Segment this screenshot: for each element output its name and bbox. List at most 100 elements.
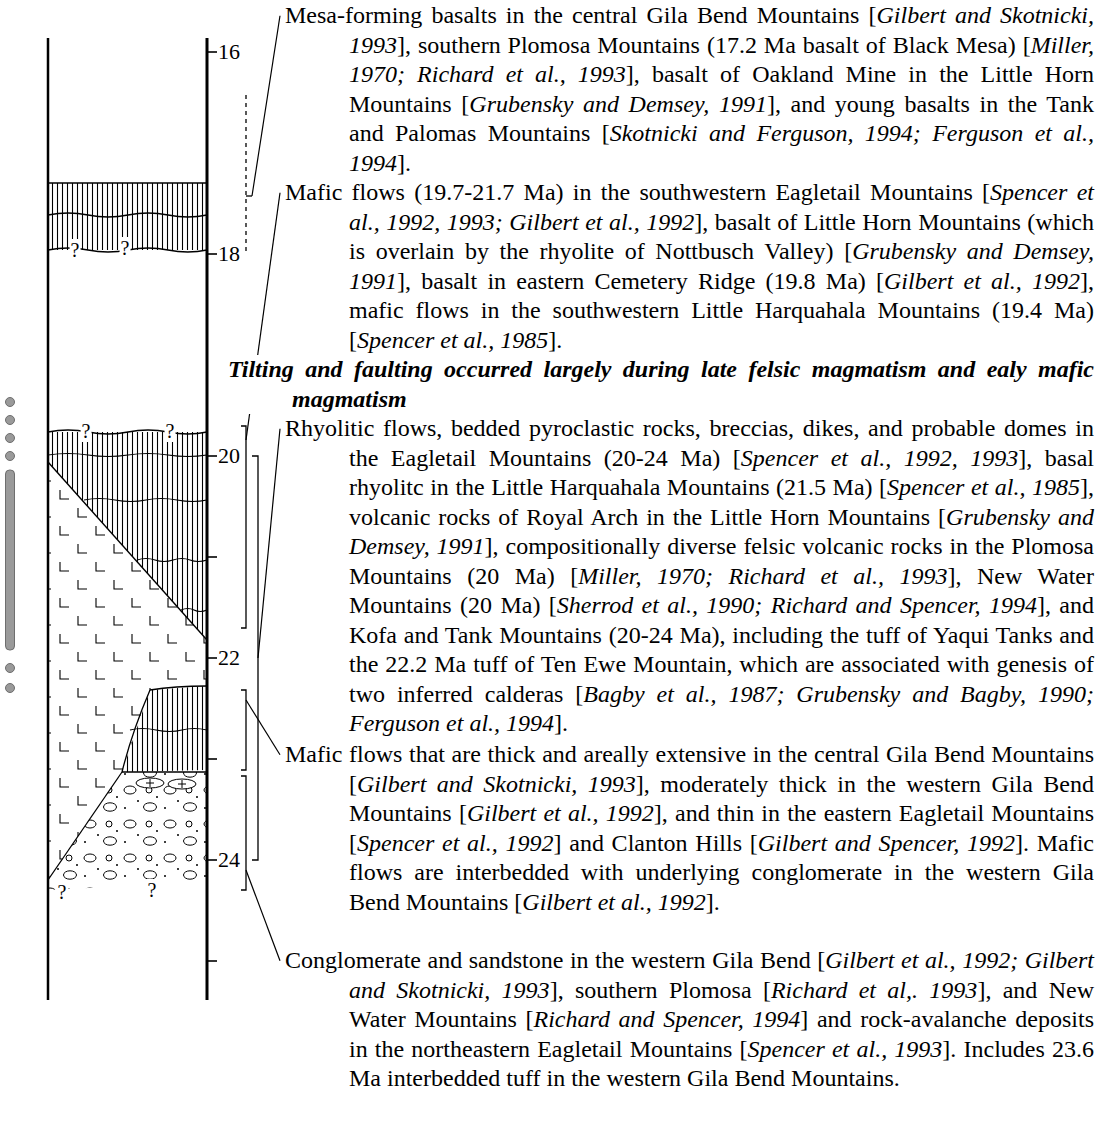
range-bracket [252, 456, 258, 860]
bracket-mark: ] [947, 563, 955, 589]
bracket-mark: [ [461, 91, 469, 117]
bracket-mark: ] [626, 61, 634, 87]
range-bracket [241, 426, 246, 628]
citation: Miller, 1970; Richard et al., 1993 [578, 563, 947, 589]
text-run: and Clanton Hills [562, 830, 750, 856]
text-run: . [714, 889, 720, 915]
bracket-mark: [ [570, 563, 578, 589]
citation: Spencer et al., 1992, 1993 [741, 445, 1018, 471]
bracket-mark: ] [554, 830, 562, 856]
text-run: . [405, 150, 411, 176]
flow-boundary [48, 454, 207, 457]
citation: Gilbert et al., 1992 [467, 800, 654, 826]
citation: Spencer et al., 1985 [357, 327, 548, 353]
bracket-mark: ] [800, 1006, 808, 1032]
bracket-mark: [ [876, 268, 884, 294]
citation: Gilbert and Spencer, 1992 [758, 830, 1015, 856]
dot [6, 452, 15, 461]
unit-description: Rhyolitic flows, bedded pyroclastic rock… [285, 414, 1094, 739]
bracket-mark: ] [977, 977, 985, 1003]
bracket-mark: ] [706, 889, 714, 915]
text-run: Mafic flows that are thick and areally e… [285, 741, 1094, 767]
age-axis [206, 38, 209, 1000]
bracket-mark: [ [602, 120, 610, 146]
tick [207, 455, 217, 457]
unit-boundary [48, 182, 207, 184]
uncertainty-mark: ? [120, 237, 131, 259]
text-run: . [556, 327, 562, 353]
range-dashed [245, 95, 246, 254]
uncertainty-mark: ? [57, 881, 68, 903]
bracket-mark: ] [397, 32, 405, 58]
citation: Gilbert et al., 1992 [884, 268, 1080, 294]
bracket-mark: [ [868, 2, 876, 28]
flow-boundary [48, 213, 207, 217]
dot [6, 664, 15, 673]
tick [207, 859, 217, 861]
lower-mafic-unit [122, 686, 207, 772]
bracket-mark: ] [1015, 830, 1023, 856]
bracket-mark: ] [636, 771, 644, 797]
unit-heading: Tilting and faulting occurred largely du… [228, 355, 1094, 414]
text-run: , and thin in the eastern Eagletail Moun… [662, 800, 1094, 826]
activity-dots [6, 398, 15, 693]
citation: Gilbert et al., 1992 [522, 889, 705, 915]
bracket-mark: [ [575, 681, 583, 707]
tick [207, 758, 217, 760]
leader-line [246, 870, 280, 961]
uncertainty-mark: ? [81, 420, 92, 442]
flow-boundary [130, 729, 207, 732]
bracket-mark: [ [879, 474, 887, 500]
dot [6, 398, 15, 407]
tick [207, 657, 217, 659]
bracket-mark: ] [1018, 445, 1026, 471]
unit-description: Mafic flows that are thick and areally e… [285, 740, 1094, 917]
bracket-mark: ] [485, 533, 493, 559]
bracket-mark: [ [982, 179, 990, 205]
dot [6, 416, 15, 425]
unit-boundary [122, 686, 207, 772]
bracket-mark: ] [397, 150, 405, 176]
leader-line [258, 429, 280, 658]
bracket-mark: [ [1023, 32, 1031, 58]
bracket-mark: ] [942, 1036, 950, 1062]
citation: Grubensky and Demsey, 1991 [469, 91, 767, 117]
bracket-mark: [ [349, 771, 357, 797]
bracket-mark: [ [349, 830, 357, 856]
range-bracket [241, 690, 246, 770]
citation: Spencer et al., 1993 [747, 1036, 942, 1062]
leader-line [252, 16, 280, 196]
text-run: . [562, 710, 568, 736]
tuff-symbol [146, 779, 186, 788]
bracket-mark: [ [763, 977, 771, 1003]
bracket-mark: [ [349, 327, 357, 353]
bracket-mark: [ [938, 504, 946, 530]
text-run: , southern Plomosa Mountains (17.2 Ma ba… [405, 32, 1023, 58]
bracket-mark: ] [548, 327, 556, 353]
bracket-mark: [ [459, 800, 467, 826]
bracket-mark: [ [817, 947, 825, 973]
text-run: , basalt in eastern Cemetery Ridge (19.8… [405, 268, 876, 294]
bracket-mark: ] [654, 800, 662, 826]
dot-bar [6, 470, 15, 650]
unit-boundary [48, 772, 122, 880]
citation: Gilbert and Skotnicki, 1993 [357, 771, 636, 797]
bracket-mark: [ [549, 592, 557, 618]
text-run: Mafic flows (19.7-21.7 Ma) in the southw… [285, 179, 982, 205]
bracket-mark: ] [1037, 592, 1045, 618]
bracket-mark: [ [526, 1006, 534, 1032]
bracket-mark: [ [844, 238, 852, 264]
unit-boundary [122, 771, 207, 772]
flow-boundary [137, 559, 207, 562]
tick-label: 22 [218, 645, 240, 671]
bracket-mark: [ [750, 830, 758, 856]
flow-boundary [48, 430, 207, 434]
unit-description: Conglomerate and sandstone in the wester… [285, 946, 1094, 1094]
tuff-lens [136, 778, 196, 789]
bracket-mark: ] [554, 710, 562, 736]
range-bracket [241, 776, 246, 890]
tick-label: 18 [218, 241, 240, 267]
tick [207, 253, 217, 255]
citation: Sherrod et al., 1990; Richard and Spence… [557, 592, 1037, 618]
